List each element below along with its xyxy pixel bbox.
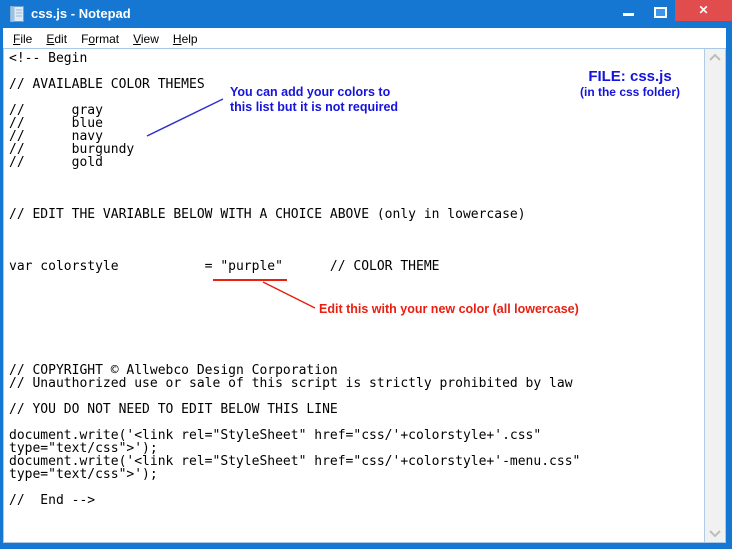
window-title: css.js - Notepad xyxy=(31,6,131,21)
notepad-icon xyxy=(10,6,24,22)
text-editor[interactable]: <!-- Begin // AVAILABLE COLOR THEMES // … xyxy=(4,49,704,542)
menu-item-edit[interactable]: Edit xyxy=(46,31,68,46)
chevron-up-icon[interactable] xyxy=(705,50,725,65)
title-bar: css.js - Notepad ✕ xyxy=(0,0,732,28)
menu-item-file[interactable]: File xyxy=(13,31,33,46)
menu-item-help[interactable]: Help xyxy=(172,31,198,46)
client-area: <!-- Begin // AVAILABLE COLOR THEMES // … xyxy=(3,48,726,543)
minimize-button[interactable] xyxy=(616,0,646,21)
menu-bar: File Edit Format View Help xyxy=(3,28,726,49)
window-frame-right xyxy=(726,28,732,549)
close-icon: ✕ xyxy=(698,3,709,17)
window-frame-bottom xyxy=(0,543,732,549)
close-button[interactable]: ✕ xyxy=(675,0,732,21)
menu-item-view[interactable]: View xyxy=(133,31,159,46)
chevron-down-icon[interactable] xyxy=(705,526,725,541)
maximize-button[interactable] xyxy=(648,0,676,21)
editor-text: <!-- Begin // AVAILABLE COLOR THEMES // … xyxy=(9,51,581,508)
window-frame-left xyxy=(0,28,3,549)
menu-item-format[interactable]: Format xyxy=(81,31,120,46)
maximize-icon xyxy=(654,7,667,18)
minimize-icon xyxy=(623,13,634,16)
vertical-scrollbar[interactable] xyxy=(704,49,725,542)
